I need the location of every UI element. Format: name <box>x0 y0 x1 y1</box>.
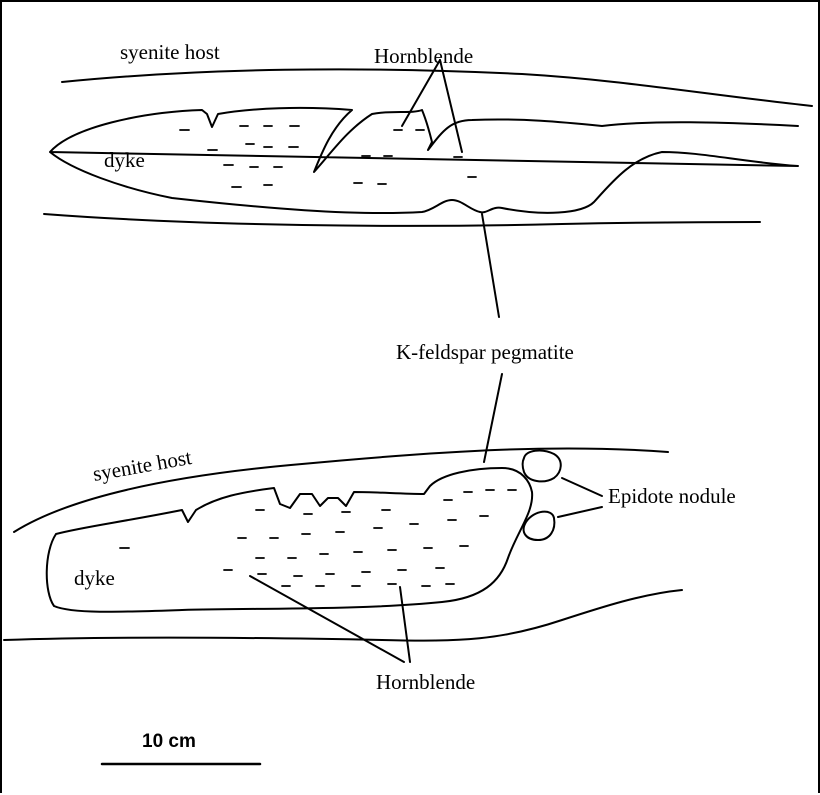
top-hornblende-label: Hornblende <box>374 46 473 67</box>
epidote-leader-upper <box>562 478 602 496</box>
top-dyke-label: dyke <box>104 150 145 171</box>
top-hornblende-leader-2 <box>440 60 462 152</box>
pegmatite-leader-bottom <box>484 374 502 462</box>
pegmatite-label: K-feldspar pegmatite <box>396 342 574 363</box>
top-syenite-host-label: syenite host <box>120 42 220 63</box>
top-dyke-outline <box>50 108 798 213</box>
pegmatite-leader-top <box>482 214 499 317</box>
epidote-leader-lower <box>558 507 602 517</box>
epidote-nodule-label: Epidote nodule <box>608 486 736 507</box>
bottom-dyke-label: dyke <box>74 568 115 589</box>
bottom-host-lower-contact <box>4 590 682 641</box>
top-host-lower-contact <box>44 214 760 226</box>
epidote-nodule-upper <box>523 451 561 482</box>
bottom-hornblende-label: Hornblende <box>376 672 475 693</box>
bottom-hornblende-leader-2 <box>400 587 410 662</box>
top-host-upper-contact <box>62 69 812 106</box>
bottom-hornblende-leader-1 <box>250 576 404 662</box>
bottom-dyke-outline <box>47 468 532 612</box>
scale-bar-label: 10 cm <box>142 732 196 751</box>
